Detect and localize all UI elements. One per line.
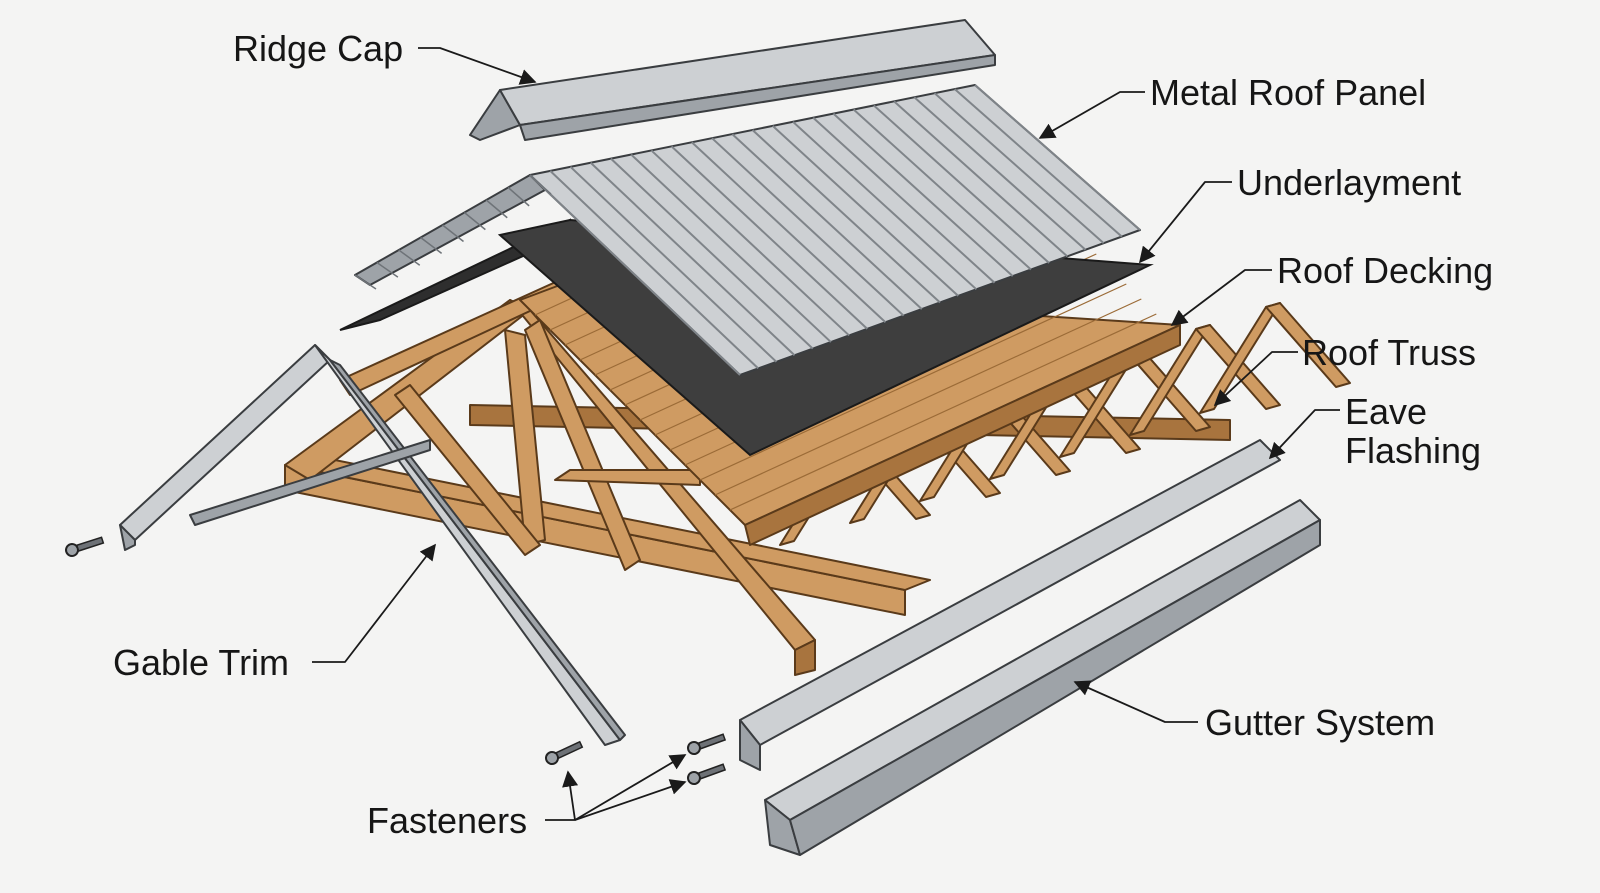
panel-rib bbox=[589, 162, 796, 356]
leader-lines bbox=[312, 47, 1340, 821]
panel-rib bbox=[731, 133, 923, 310]
panel-rib bbox=[913, 96, 1087, 251]
panel-rib bbox=[832, 112, 1014, 277]
panel-rib bbox=[376, 261, 399, 278]
fastener-screw-2 bbox=[545, 740, 584, 765]
leader-gable-trim bbox=[312, 543, 436, 663]
label-fasteners: Fasteners bbox=[367, 800, 527, 841]
panel-rib bbox=[792, 121, 978, 291]
truss-web bbox=[1265, 302, 1351, 388]
panel-rib bbox=[569, 166, 778, 363]
labels: Ridge Cap Metal Roof Panel Underlayment … bbox=[113, 28, 1493, 841]
panel-rib bbox=[549, 170, 759, 370]
metal-roof-panel bbox=[354, 84, 1141, 376]
ridge-cap bbox=[469, 19, 996, 141]
label-ridge-cap: Ridge Cap bbox=[233, 28, 403, 69]
panel-rib bbox=[691, 141, 887, 324]
panel-rib bbox=[772, 125, 959, 297]
gable-trim bbox=[119, 344, 626, 746]
panel-rib bbox=[893, 100, 1068, 258]
panel-rib bbox=[670, 145, 868, 330]
leader-underlayment bbox=[1138, 181, 1232, 264]
panel-rib bbox=[650, 149, 850, 337]
leader-eave-flashing bbox=[1268, 409, 1340, 460]
label-eave-flashing-line1: Eave bbox=[1345, 391, 1427, 432]
leader-gutter-system bbox=[1073, 680, 1198, 723]
panel-rib bbox=[420, 236, 443, 254]
label-roof-truss: Roof Truss bbox=[1302, 332, 1476, 373]
panel-rib bbox=[751, 129, 941, 304]
panel-rib bbox=[711, 137, 905, 317]
panel-rib bbox=[852, 108, 1032, 271]
fastener-screw-4 bbox=[687, 763, 727, 785]
decking-board-line bbox=[699, 283, 1127, 481]
label-underlayment: Underlayment bbox=[1237, 162, 1461, 203]
fastener-screw-1 bbox=[65, 536, 105, 557]
label-gable-trim: Gable Trim bbox=[113, 642, 289, 683]
label-gutter-system: Gutter System bbox=[1205, 702, 1435, 743]
panel-rib bbox=[507, 186, 530, 207]
panel-rib bbox=[933, 92, 1105, 244]
label-roof-decking: Roof Decking bbox=[1277, 250, 1493, 291]
panel-rib bbox=[485, 199, 508, 219]
eave-flashing bbox=[739, 439, 1281, 771]
panel-rib bbox=[610, 157, 814, 350]
panel-rib bbox=[873, 104, 1050, 264]
panel-ribs bbox=[354, 84, 1141, 376]
panel-rib bbox=[529, 174, 741, 376]
decking-board-line bbox=[729, 313, 1157, 511]
panel-rib bbox=[974, 84, 1141, 231]
leader-fasteners-2 bbox=[574, 754, 687, 821]
leader-metal-roof-panel bbox=[1038, 91, 1145, 139]
leader-ridge-cap bbox=[418, 47, 537, 85]
gutter-system bbox=[764, 499, 1321, 856]
fastener-screws bbox=[65, 536, 727, 785]
label-eave-flashing-line2: Flashing bbox=[1345, 430, 1481, 471]
panel-rib bbox=[463, 211, 486, 231]
panel-rib bbox=[812, 116, 996, 284]
panel-rib bbox=[630, 153, 832, 343]
panel-rib bbox=[529, 174, 552, 195]
leader-roof-truss bbox=[1213, 351, 1298, 407]
panel-rib bbox=[354, 274, 377, 290]
leader-roof-decking bbox=[1170, 269, 1272, 326]
decking-board-line bbox=[714, 298, 1142, 496]
fastener-screw-3 bbox=[687, 733, 727, 755]
leader-fasteners-1 bbox=[545, 770, 579, 821]
leader-fasteners-3 bbox=[574, 779, 687, 821]
label-metal-roof-panel: Metal Roof Panel bbox=[1150, 72, 1426, 113]
panel-rib bbox=[442, 224, 464, 243]
panel-rib bbox=[954, 88, 1123, 238]
panel-rib bbox=[398, 249, 421, 266]
